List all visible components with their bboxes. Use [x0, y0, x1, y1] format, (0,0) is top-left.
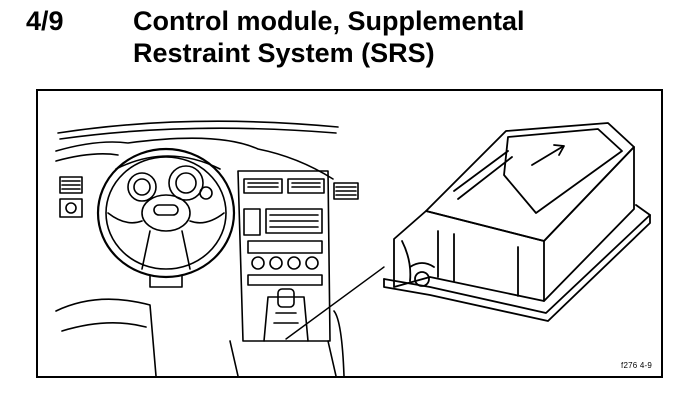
section-title-line-2: Restraint System (SRS) — [133, 38, 435, 68]
figure-frame: f276 4-9 — [36, 89, 663, 378]
srs-illustration — [55, 120, 651, 376]
figure-code: f276 4-9 — [621, 361, 652, 370]
section-title: Control module, Supplemental Restraint S… — [133, 5, 525, 69]
car-interior-drawing — [55, 120, 385, 376]
section-number: 4/9 — [26, 6, 64, 36]
section-heading: 4/9 Control module, Supplemental Restrai… — [0, 0, 688, 80]
srs-control-module-drawing — [383, 122, 651, 322]
section-title-line-1: Control module, Supplemental — [133, 6, 525, 36]
